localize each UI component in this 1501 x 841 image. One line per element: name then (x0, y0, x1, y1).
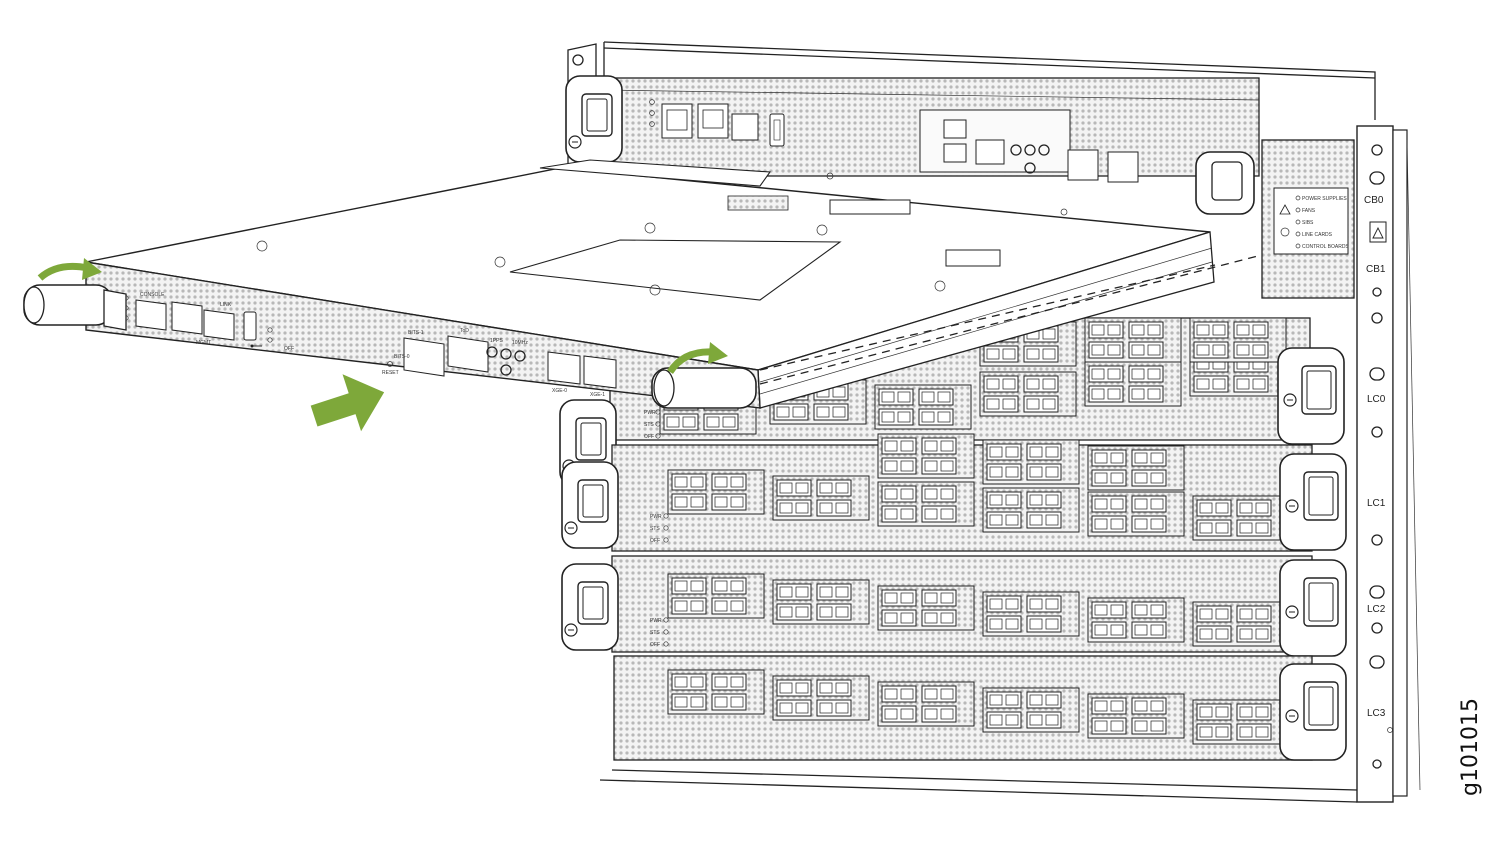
cb-label-mgmt: MGMT (196, 340, 211, 346)
status-item-control-boards: CONTROL BOARDS (1302, 244, 1349, 250)
status-item-power-supplies: POWER SUPPLIES (1302, 196, 1347, 202)
lc0-led-off: OFF (644, 434, 654, 440)
status-item-sibs: SIBS (1302, 220, 1314, 226)
slot-label-lc1: LC1 (1367, 498, 1386, 509)
lc1-led-pwr: PWR (650, 514, 662, 520)
cb-label-console: CONSOLE (140, 292, 165, 298)
usb-icon (250, 344, 262, 348)
cb-label-link: LINK (220, 302, 232, 308)
lc2-led-off: OFF (650, 642, 660, 648)
lc2-led-pwr: PWR (650, 618, 662, 624)
lc1-led-sts: STS (650, 526, 660, 532)
slot-label-lc2: LC2 (1367, 604, 1386, 615)
status-item-line-cards: LINE CARDS (1302, 232, 1333, 238)
slot-label-lc3: LC3 (1367, 708, 1386, 719)
line-card-lc3 (613, 655, 1347, 761)
left-ejector-handle[interactable] (23, 284, 127, 331)
cb-label-bits1: BITS-1 (408, 330, 424, 336)
rack-rail-holes (1369, 144, 1393, 769)
lc0-led-pwr: PWR (644, 410, 656, 416)
cb-label-bits0: BITS-0 (394, 354, 410, 360)
warning-icon (1369, 221, 1387, 243)
rotate-arrow-icon (37, 258, 102, 281)
lc2-right-ejector[interactable] (1279, 559, 1347, 657)
cb-label-10mhz: 10MHz (512, 340, 528, 346)
lc1-right-ejector[interactable] (1279, 453, 1347, 551)
cb-label-1pps: 1PPS (490, 338, 503, 344)
line-card-lc2: PWR STS OFF (561, 555, 1347, 657)
installed-control-board (565, 75, 1260, 215)
cb-label-off: OFF (284, 346, 294, 352)
slot-label-cb1: CB1 (1366, 264, 1386, 275)
status-item-fans: FANS (1302, 208, 1316, 214)
chassis-status-panel: POWER SUPPLIES FANS SIBS LINE CARDS CONT… (1261, 139, 1355, 299)
lc0-led-sts: STS (644, 422, 654, 428)
alignment-guide-lines (759, 255, 1259, 385)
right-ejector-handle[interactable] (651, 367, 757, 409)
rotate-arrow-icon (667, 342, 728, 375)
cb0-status-leds (649, 99, 655, 127)
cb-label-tod: ToD (460, 328, 469, 334)
cb-label-xge1: XGE-1 (590, 392, 605, 398)
line-card-lc1: PWR STS OFF (561, 434, 1347, 552)
figure-id: g101015 (1458, 698, 1483, 796)
slot-label-lc0: LC0 (1367, 394, 1386, 405)
lc2-left-ejector[interactable] (561, 563, 619, 651)
control-board-being-installed: CONSOLE MGMT LINK BITS-1 BITS-0 ToD 10MH… (85, 159, 1215, 409)
slot-label-cb0: CB0 (1364, 195, 1384, 206)
insert-arrow-icon (310, 374, 385, 432)
lc0-right-ejector[interactable] (1277, 347, 1345, 445)
lc3-right-ejector[interactable] (1279, 663, 1347, 761)
lc2-led-sts: STS (650, 630, 660, 636)
lc1-led-off: OFF (650, 538, 660, 544)
cb0-left-ejector[interactable] (565, 75, 623, 163)
cb-label-reset: RESET (382, 370, 399, 376)
cb-label-xge0: XGE-0 (552, 388, 567, 394)
lc1-left-ejector[interactable] (561, 461, 619, 549)
